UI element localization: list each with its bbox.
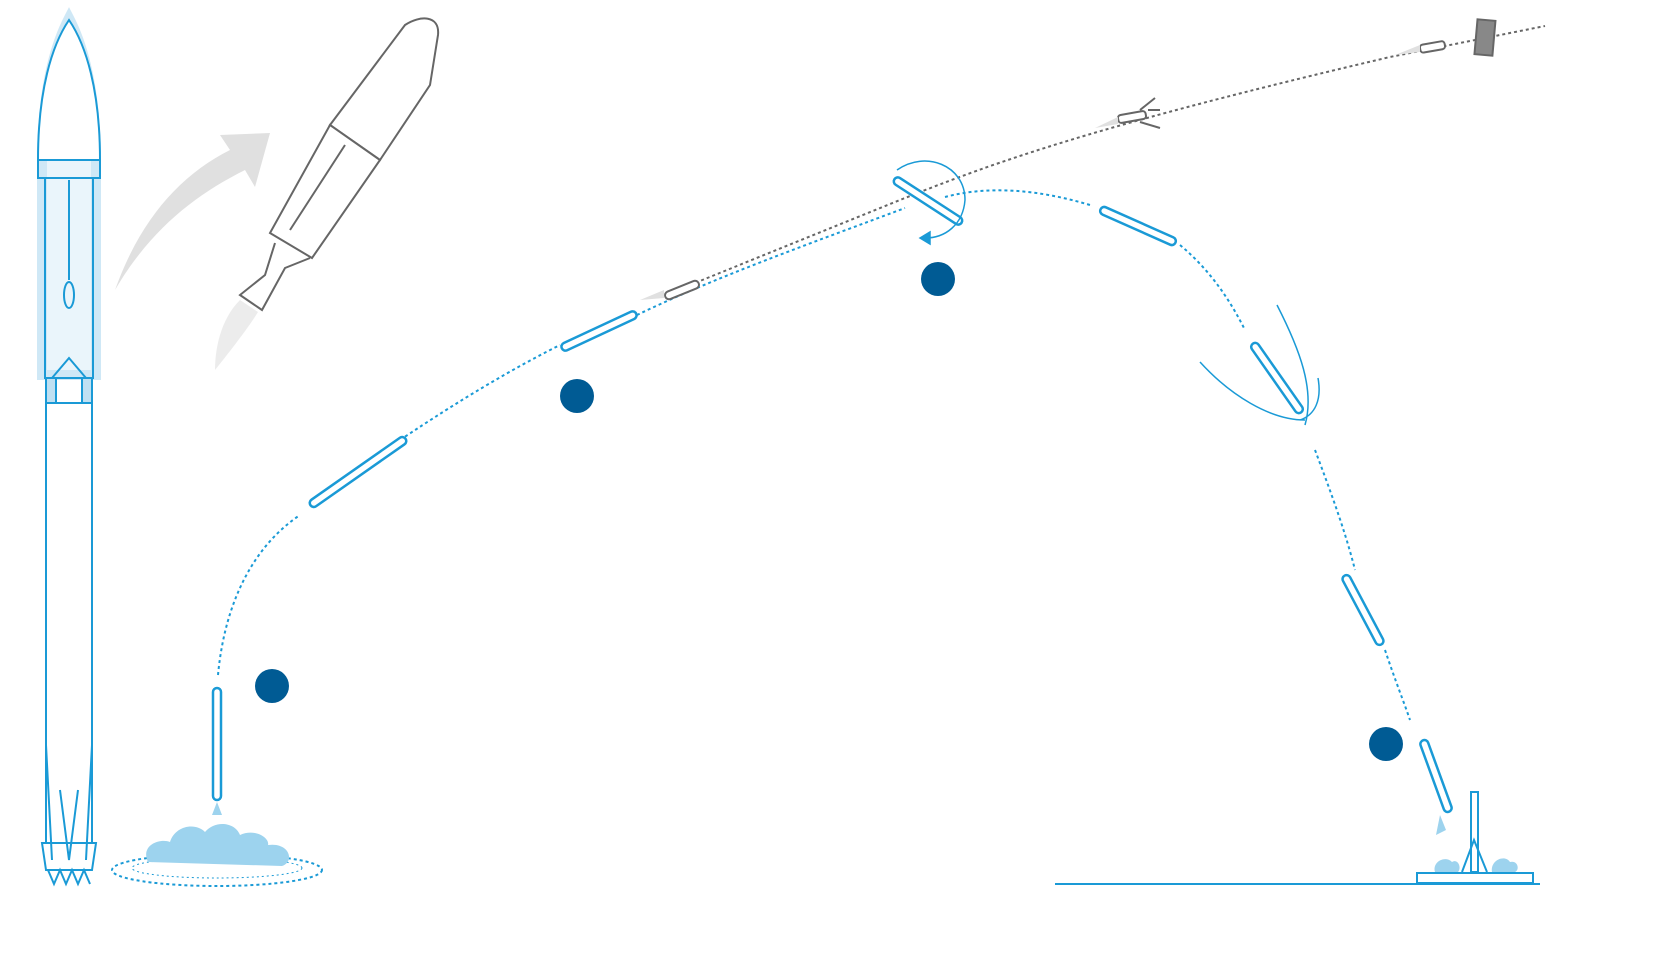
maneuver-arcs <box>896 160 1320 426</box>
booster-descent <box>1341 573 1385 647</box>
stage-marker-landing-burn <box>1369 727 1403 761</box>
separation-arrow-icon <box>115 133 270 290</box>
booster-reentry <box>1249 341 1305 415</box>
second-stage-illustration <box>215 17 440 370</box>
launch-pad <box>111 824 323 887</box>
second-stage-trajectory <box>689 25 1546 286</box>
stage-marker-flip-maneuver <box>921 262 955 296</box>
booster-ascent-2 <box>560 310 638 352</box>
stage-marker-liftoff <box>255 669 289 703</box>
booster-flip <box>892 176 964 226</box>
stage-markers <box>255 262 1403 761</box>
ascent-trajectory <box>217 207 906 676</box>
landing-zone <box>1055 791 1540 885</box>
flip-rotation-arrow-icon <box>896 160 966 239</box>
satellite-icon <box>1473 18 1497 57</box>
booster-liftoff <box>211 686 223 802</box>
booster-positions <box>211 176 1453 814</box>
falcon9-rocket-illustration <box>36 7 102 887</box>
booster-landing <box>1419 738 1453 814</box>
booster-ascent-1 <box>308 435 408 509</box>
stage-marker-stage-separation <box>560 379 594 413</box>
boostback-trajectory <box>944 189 1411 721</box>
trajectory-paths <box>217 25 1546 721</box>
second-stage-markers <box>664 18 1497 301</box>
booster-boostback <box>1098 205 1178 247</box>
